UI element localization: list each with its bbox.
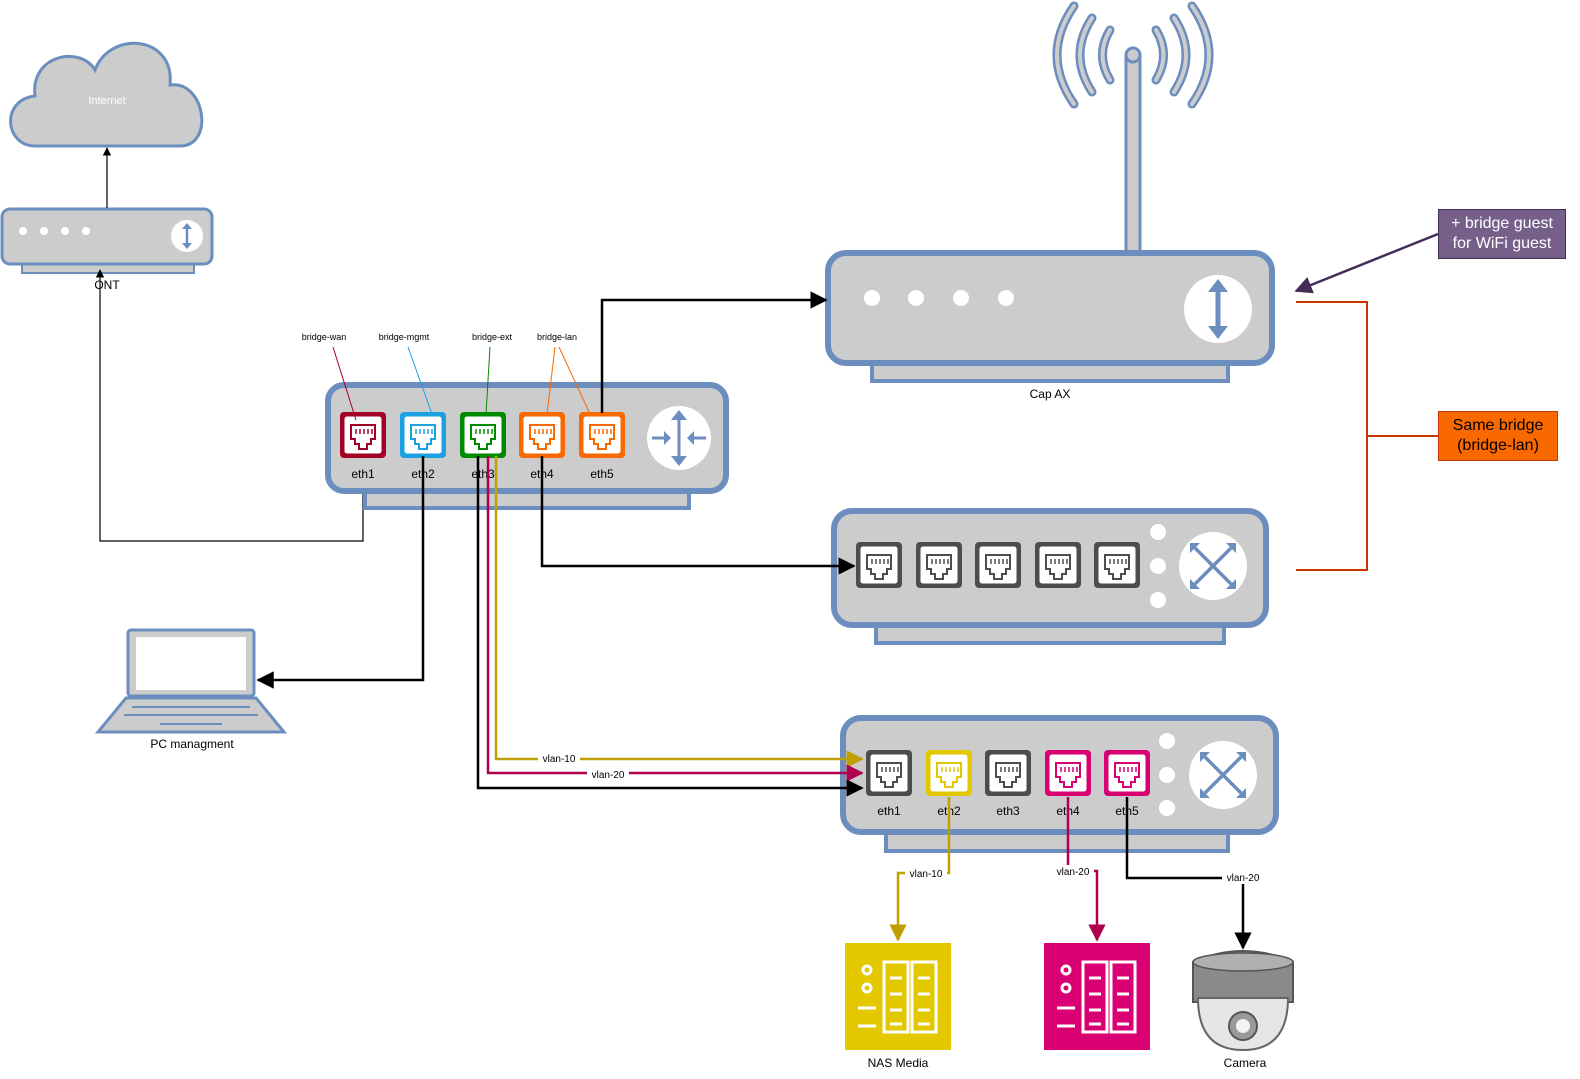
vlan10-label: vlan-10	[543, 754, 576, 765]
switch1-port[interactable]	[916, 542, 962, 588]
cap-updown-icon	[1184, 275, 1252, 343]
vlan20-label: vlan-20	[1227, 873, 1260, 884]
router-port-eth4[interactable]	[519, 412, 565, 458]
switch2-port-label: eth1	[877, 804, 901, 818]
guest-note-line1: + bridge guest	[1451, 215, 1553, 232]
internet-label: Internet	[88, 95, 125, 107]
router-port-label: eth5	[590, 467, 614, 481]
switch2-port-eth5[interactable]	[1104, 750, 1150, 796]
mgmt-pc-link	[256, 456, 425, 689]
internet-cloud: Internet	[9, 41, 204, 148]
trunk-vlan20-link	[486, 456, 864, 782]
router-port-label: eth1	[351, 467, 375, 481]
bridge-wan-label: bridge-wan	[302, 332, 347, 342]
wan-link	[95, 269, 364, 542]
bridge-mgmt-label: bridge-mgmt	[379, 332, 430, 342]
switch1-port[interactable]	[1094, 542, 1140, 588]
switch2-port-eth1[interactable]	[866, 750, 912, 796]
nas-icon[interactable]	[845, 943, 951, 1050]
ont-device[interactable]	[0, 207, 214, 274]
camera-label: Camera	[1224, 1056, 1267, 1070]
same-note-line2: (bridge-lan)	[1457, 437, 1539, 454]
camera-icon[interactable]	[1192, 950, 1294, 1052]
switch1-port[interactable]	[856, 542, 902, 588]
ont-label: ONT	[94, 278, 120, 292]
router-port-eth3[interactable]	[460, 412, 506, 458]
switch2-port-eth3[interactable]	[985, 750, 1031, 796]
bridge-ext-label: bridge-ext	[472, 332, 513, 342]
same-note-line1: Same bridge	[1452, 417, 1544, 434]
switch-icon	[1189, 741, 1257, 809]
same-bridge-note: Same bridge (bridge-lan)	[1438, 411, 1558, 461]
antenna-icon	[1052, 1, 1214, 252]
switch2-port-eth4[interactable]	[1045, 750, 1091, 796]
switch2-port-label: eth3	[996, 804, 1020, 818]
lan-cap-link	[600, 291, 828, 413]
router-port-eth1[interactable]	[340, 412, 386, 458]
switch2-port-eth2[interactable]	[926, 750, 972, 796]
guest-note-line2: for WiFi guest	[1452, 235, 1552, 252]
bridge-ext-pointer	[485, 346, 491, 415]
ont-updown-icon	[171, 220, 203, 252]
router-icon	[647, 406, 711, 470]
router-port-label: eth3	[471, 467, 495, 481]
router-port-eth5[interactable]	[579, 412, 625, 458]
bridge-lan-pointer	[546, 346, 556, 415]
switch-icon	[1179, 532, 1247, 600]
bridge-mgmt-pointer	[407, 346, 433, 415]
switch1-port[interactable]	[1035, 542, 1081, 588]
bridge-lan-pointer	[558, 346, 591, 415]
trunk-vlan10-link	[494, 456, 864, 768]
cap-ax-device[interactable]	[825, 1, 1275, 383]
switch1-port[interactable]	[975, 542, 1021, 588]
vlan10-label: vlan-10	[910, 869, 943, 880]
pc-label: PC managment	[150, 737, 234, 751]
lan-switch1-link	[540, 456, 856, 575]
nas-label: NAS Media	[868, 1056, 929, 1070]
camera-link	[1125, 797, 1252, 950]
guest-bridge-note: + bridge guest for WiFi guest	[1438, 209, 1566, 259]
router-port-eth2[interactable]	[400, 412, 446, 458]
trunk-native-link	[476, 456, 864, 797]
guest-note-arrow	[1294, 232, 1439, 294]
bridge-lan-label: bridge-lan	[537, 332, 577, 342]
vlan20-label: vlan-20	[1057, 867, 1090, 878]
cap-ax-label: Cap AX	[1030, 387, 1071, 401]
vlan20-label: vlan-20	[592, 770, 625, 781]
server-icon[interactable]	[1044, 943, 1150, 1050]
bridge-wan-pointer	[332, 346, 357, 421]
laptop-icon[interactable]	[94, 628, 288, 734]
same-bridge-bracket	[1296, 301, 1368, 571]
